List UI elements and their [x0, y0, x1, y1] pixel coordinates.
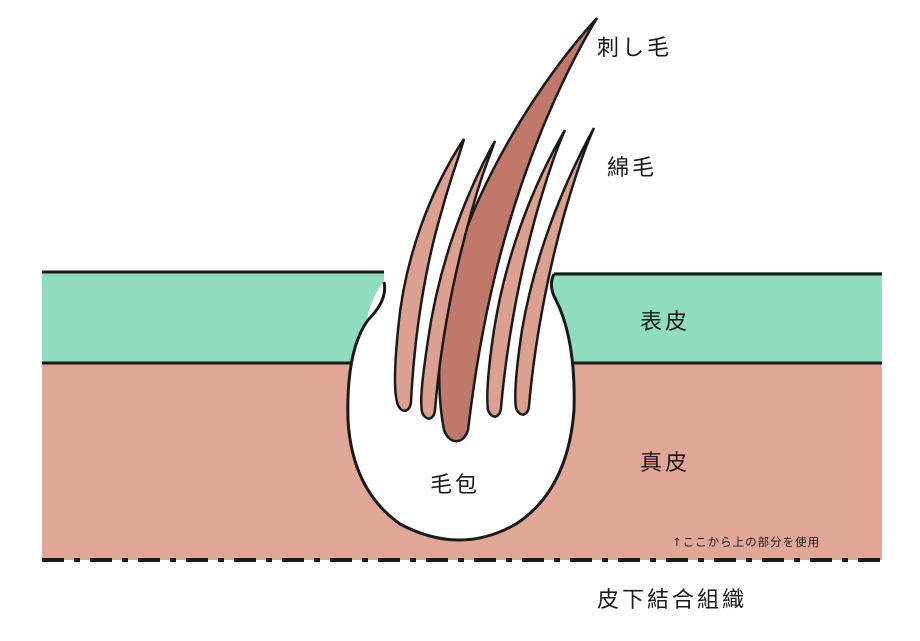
down-hair-3: [486, 129, 567, 418]
label-epidermis: 表皮: [640, 310, 691, 335]
down-hair-2: [420, 140, 497, 420]
down-hair-1: [393, 138, 466, 412]
label-subcutaneous: 皮下結合組織: [597, 588, 748, 613]
epidermis-layer-right: [552, 272, 882, 363]
label-dermis: 真皮: [640, 451, 691, 476]
label-down-hair: 綿毛: [607, 156, 658, 181]
bristle-hair: [438, 17, 599, 443]
label-bristle: 刺し毛: [597, 36, 673, 61]
down-hair-4: [514, 127, 596, 416]
label-usage-note: ↑ここから上の部分を使用: [672, 535, 821, 549]
label-follicle: 毛包: [430, 473, 481, 498]
epidermis-layer-left: [42, 272, 384, 363]
